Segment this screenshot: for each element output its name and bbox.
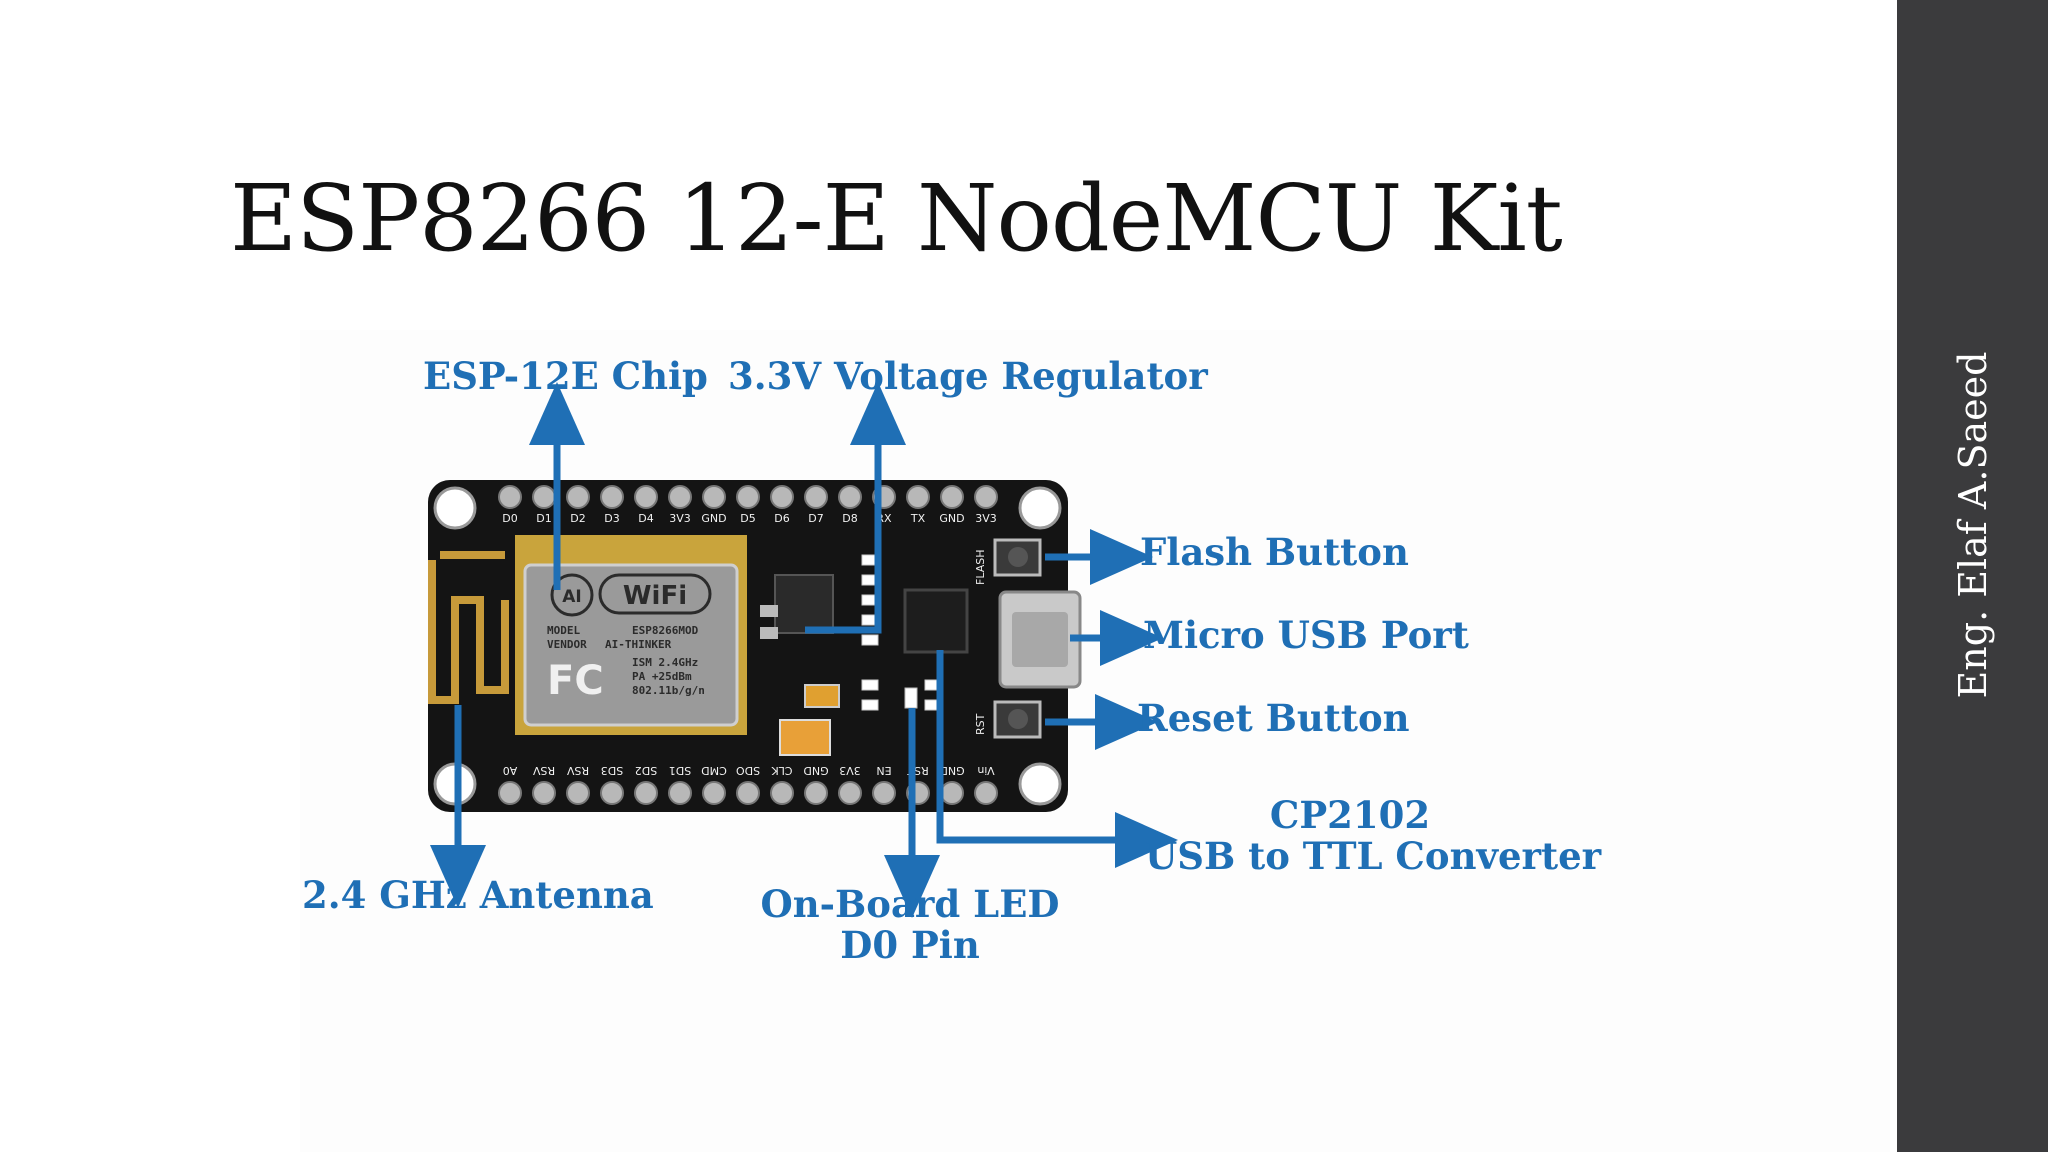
pin-label: D7 <box>808 512 823 525</box>
header-pin <box>668 485 692 509</box>
header-pin <box>566 485 590 509</box>
header-pin <box>770 485 794 509</box>
author-sidebar: Eng. Elaf A.Saeed <box>1897 0 2048 1152</box>
pin-label: GND <box>939 512 964 525</box>
ai-logo <box>550 573 594 617</box>
label-flash-button: Flash Button <box>1140 530 1409 574</box>
slide-title: ESP8266 12-E NodeMCU Kit <box>230 165 1563 272</box>
pin-label: SD1 <box>669 764 691 777</box>
svg-text:AI: AI <box>562 587 581 607</box>
pin-label: D1 <box>536 512 551 525</box>
mounting-hole <box>1018 486 1062 530</box>
pin-label: SD2 <box>635 764 657 777</box>
header-pin <box>702 781 726 805</box>
label-voltage-regulator: 3.3V Voltage Regulator <box>728 354 1208 398</box>
header-pin <box>872 781 896 805</box>
smd-capacitor <box>804 684 840 708</box>
header-pin <box>532 781 556 805</box>
pin-label: GND <box>803 764 828 777</box>
svg-text:PA +25dBm: PA +25dBm <box>632 670 692 683</box>
label-antenna: 2.4 GHz Antenna <box>302 873 654 917</box>
pin-label: SDO <box>736 764 760 777</box>
pin-label: RSV <box>532 764 555 777</box>
svg-text:VENDOR: VENDOR <box>547 638 587 651</box>
label-reset-button: Reset Button <box>1137 696 1410 740</box>
label-esp-12e-chip: ESP-12E Chip <box>423 354 708 398</box>
header-pin <box>498 485 522 509</box>
pin-label: GND <box>701 512 726 525</box>
cp2102-arrow <box>936 650 1178 868</box>
label-cp2102-line1: CP2102 <box>1269 793 1431 837</box>
header-pin <box>634 485 658 509</box>
header-pin <box>838 781 862 805</box>
pin-label: D6 <box>774 512 789 525</box>
header-pin <box>668 781 692 805</box>
header-pin <box>702 485 726 509</box>
wifi-logo-box <box>598 573 712 615</box>
header-pin <box>498 781 522 805</box>
header-pin <box>736 485 760 509</box>
svg-text:ESP8266MOD: ESP8266MOD <box>632 624 699 637</box>
header-pin <box>600 485 624 509</box>
svg-text:RST: RST <box>974 713 987 735</box>
pin-label: D4 <box>638 512 653 525</box>
header-pin <box>532 485 556 509</box>
pin-label: 3V3 <box>669 512 691 525</box>
pin-label: Vin <box>977 764 994 777</box>
header-pin <box>736 781 760 805</box>
pin-label: D5 <box>740 512 755 525</box>
tantalum-capacitor <box>779 719 831 756</box>
header-pin <box>974 485 998 509</box>
header-pin <box>974 781 998 805</box>
label-cp2102-line2: USB to TTL Converter <box>1145 833 1602 878</box>
label-onboard-led-line2: D0 Pin <box>840 922 980 967</box>
pin-label: EN <box>876 764 891 777</box>
pin-label: D0 <box>502 512 517 525</box>
pin-label: CLK <box>771 764 793 777</box>
header-pin <box>600 781 624 805</box>
pin-label: D3 <box>604 512 619 525</box>
pin-label: 3V3 <box>975 512 997 525</box>
pin-label: D2 <box>570 512 585 525</box>
header-pin <box>838 485 862 509</box>
header-pin <box>940 781 964 805</box>
svg-text:MODEL: MODEL <box>547 624 580 637</box>
author-name: Eng. Elaf A.Saeed <box>1950 351 1995 699</box>
regulator-arrow <box>805 382 906 634</box>
header-pin <box>906 485 930 509</box>
header-pin <box>940 485 964 509</box>
onboard-led <box>904 687 918 709</box>
pin-label: 3V3 <box>839 764 861 777</box>
header-pin <box>804 485 828 509</box>
pcb-antenna-trace <box>428 551 509 704</box>
header-pin <box>770 781 794 805</box>
voltage-regulator <box>774 574 834 634</box>
mounting-hole <box>433 486 477 530</box>
label-onboard-led: On-Board LED D0 Pin <box>755 884 1065 965</box>
svg-text:ISM 2.4GHz: ISM 2.4GHz <box>632 656 698 669</box>
label-micro-usb-port: Micro USB Port <box>1143 613 1469 657</box>
svg-text:FLASH: FLASH <box>974 550 987 586</box>
pin-label: SD3 <box>601 764 623 777</box>
mounting-hole <box>1018 762 1062 806</box>
pin-label: GND <box>939 764 964 777</box>
pin-label: A0 <box>503 764 518 777</box>
label-cp2102: CP2102 USB to TTL Converter <box>1145 793 1602 878</box>
pin-label: D8 <box>842 512 857 525</box>
svg-text:AI-THINKER: AI-THINKER <box>605 638 672 651</box>
svg-text:802.11b/g/n: 802.11b/g/n <box>632 684 705 697</box>
header-pin <box>804 781 828 805</box>
header-pin <box>566 781 590 805</box>
fc-logo: FC <box>547 658 604 704</box>
label-onboard-led-line1: On-Board LED <box>760 882 1060 926</box>
wifi-logo-text: WiFi <box>623 581 687 611</box>
pin-label: CMD <box>701 764 727 777</box>
header-pin <box>634 781 658 805</box>
cp2102-chip <box>903 588 969 654</box>
pin-label: RSV <box>566 764 589 777</box>
pin-label: TX <box>910 512 926 525</box>
